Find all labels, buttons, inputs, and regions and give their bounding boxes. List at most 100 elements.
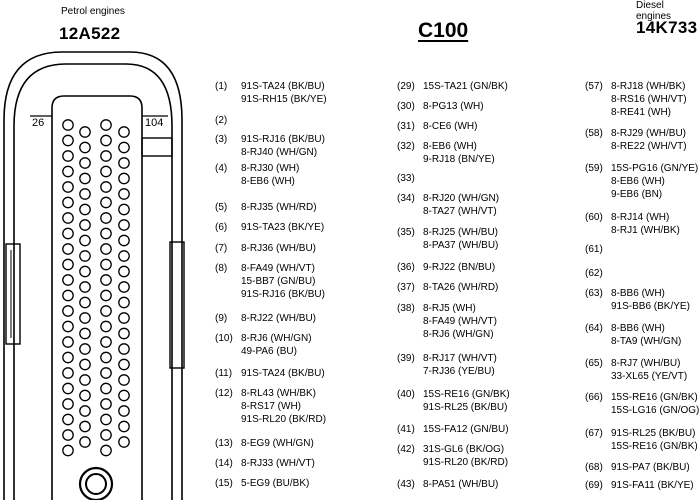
pin-hole <box>62 320 74 333</box>
pin-hole <box>62 150 74 162</box>
wire-code: 8-RJ1 (WH/BK) <box>611 224 680 236</box>
pin-hole <box>118 405 130 417</box>
pin-entry: (39)8-RJ17 (WH/VT)7-RJ36 (YE/BU) <box>397 353 497 379</box>
pin-label-26: 26 <box>32 117 45 129</box>
wire-list: 8-RJ20 (WH/GN)8-TA27 (WH/VT) <box>423 193 499 219</box>
wire-code: 8-TA27 (WH/VT) <box>423 205 497 217</box>
right-locking-tab <box>141 137 173 157</box>
pin-number: (69) <box>585 480 603 491</box>
pin-hole <box>100 305 112 317</box>
wire-code: 8-RJ18 (WH/BK) <box>611 81 686 92</box>
pin-entry: (9)8-RJ22 (WH/BU) <box>215 313 316 326</box>
pin-hole <box>100 196 112 209</box>
wire-list: 8-RJ6 (WH/GN)49-PA6 (BU) <box>241 333 312 359</box>
pin-number: (7) <box>215 243 228 254</box>
wire-code: 91S-TA23 (BK/YE) <box>241 222 325 233</box>
pin-hole <box>118 374 130 386</box>
pin-hole <box>118 172 130 185</box>
wire-code: 8-BB6 (WH) <box>611 323 665 334</box>
pin-hole <box>62 305 74 317</box>
pin-entry: (66)15S-RE16 (GN/BK)15S-LG16 (GN/OG) <box>585 392 699 418</box>
wire-list: 8-RJ22 (WH/BU) <box>241 313 316 326</box>
wire-code: 8-RJ7 (WH/BU) <box>611 358 681 369</box>
pin-hole <box>62 258 74 271</box>
pin-entry: (14)8-RJ33 (WH/VT) <box>215 458 315 471</box>
pin-hole <box>118 420 130 433</box>
pin-entry: (34)8-RJ20 (WH/GN)8-TA27 (WH/VT) <box>397 193 499 219</box>
pin-hole <box>79 250 91 262</box>
pin-hole <box>100 320 112 333</box>
pin-hole <box>62 119 74 131</box>
pin-hole <box>118 358 130 371</box>
pin-hole <box>62 398 74 410</box>
wire-code: 91S-RL20 (BK/RD) <box>241 413 327 425</box>
pin-number: (58) <box>585 128 603 139</box>
wire-code: 15-BB7 (GN/BU) <box>241 275 316 287</box>
pin-number: (1) <box>215 81 228 92</box>
pin-entry: (60)8-RJ14 (WH)8-RJ1 (WH/BK) <box>585 212 680 238</box>
pin-entry: (36)9-RJ22 (BN/BU) <box>397 262 495 275</box>
pin-number: (60) <box>585 212 603 223</box>
pin-hole <box>62 212 74 224</box>
wire-code: 8-RJ36 (WH/BU) <box>241 243 317 254</box>
pin-hole <box>79 219 91 231</box>
pin-entry: (37)8-TA26 (WH/RD) <box>397 282 498 295</box>
pin-hole <box>62 429 74 441</box>
connector-id: C100 <box>418 19 469 42</box>
pin-hole <box>118 250 130 262</box>
pin-entry: (2) <box>215 115 241 128</box>
pin-hole <box>118 203 130 216</box>
pin-hole <box>100 398 112 410</box>
pin-entry: (67)91S-RL25 (BK/BU)15S-RE16 (GN/BK) <box>585 428 698 454</box>
wire-list: 8-FA49 (WH/VT)15-BB7 (GN/BU)91S-RJ16 (BK… <box>241 263 325 301</box>
wire-list: 31S-GL6 (BK/OG)91S-RL20 (BK/RD) <box>423 444 508 470</box>
wire-code: 8-EG9 (WH/GN) <box>241 438 314 449</box>
wire-list: 91S-TA24 (BK/BU) <box>241 368 325 381</box>
coding-peg-outer <box>78 466 114 500</box>
pin-number: (66) <box>585 392 603 403</box>
pin-entry: (69)91S-FA11 (BK/YE) <box>585 480 694 493</box>
pin-hole <box>100 119 112 131</box>
connector-diagram <box>3 51 185 500</box>
pin-hole <box>62 444 74 457</box>
wire-code: 8-EB6 (WH) <box>423 141 477 152</box>
wire-list: 15S-TA21 (GN/BK) <box>423 81 508 94</box>
pin-entry: (1)91S-TA24 (BK/BU)91S-RH15 (BK/YE) <box>215 81 327 107</box>
wire-code: 8-RJ33 (WH/VT) <box>241 458 315 469</box>
pin-hole <box>100 274 112 286</box>
pin-hole <box>62 289 74 302</box>
wire-list: 8-RJ35 (WH/RD) <box>241 202 317 215</box>
pin-hole <box>100 367 112 379</box>
pin-number: (68) <box>585 462 603 473</box>
wire-code: 15S-TA21 (GN/BK) <box>423 81 508 92</box>
diesel-part-number: 14K733 <box>636 18 698 37</box>
pin-hole <box>100 336 112 348</box>
pin-hole <box>79 296 91 309</box>
wire-list: 8-RJ29 (WH/BU)8-RE22 (WH/VT) <box>611 128 687 154</box>
pin-number: (64) <box>585 323 603 334</box>
connector-face <box>51 95 143 500</box>
pin-hole <box>118 281 130 293</box>
pin-hole <box>62 165 74 178</box>
pin-hole <box>79 389 91 402</box>
wire-code: 9-RJ18 (BN/YE) <box>423 153 495 165</box>
wire-code: 8-TA9 (WH/GN) <box>611 335 682 347</box>
pin-number: (37) <box>397 282 415 293</box>
wire-code: 8-FA49 (WH/VT) <box>423 315 497 327</box>
pin-entry: (31)8-CE6 (WH) <box>397 121 477 134</box>
wire-code: 15S-RE16 (GN/BK) <box>611 392 698 403</box>
housing-mid-outline <box>13 63 173 500</box>
pin-number: (29) <box>397 81 415 92</box>
wire-code: 15S-RE16 (GN/BK) <box>611 440 698 452</box>
pin-hole <box>100 382 112 395</box>
pin-hole <box>62 274 74 286</box>
wire-list: 91S-PA7 (BK/BU) <box>611 462 690 475</box>
pin-hole <box>79 203 91 216</box>
wire-code: 8-RJ5 (WH) <box>423 303 476 314</box>
wire-code: 8-RE22 (WH/VT) <box>611 140 687 152</box>
pin-number: (10) <box>215 333 233 344</box>
pin-number: (63) <box>585 288 603 299</box>
pin-entry: (10) 8-RJ6 (WH/GN)49-PA6 (BU) <box>215 333 312 359</box>
petrol-engines-label: Petrol engines <box>61 6 125 17</box>
wire-code: 8-BB6 (WH) <box>611 288 665 299</box>
